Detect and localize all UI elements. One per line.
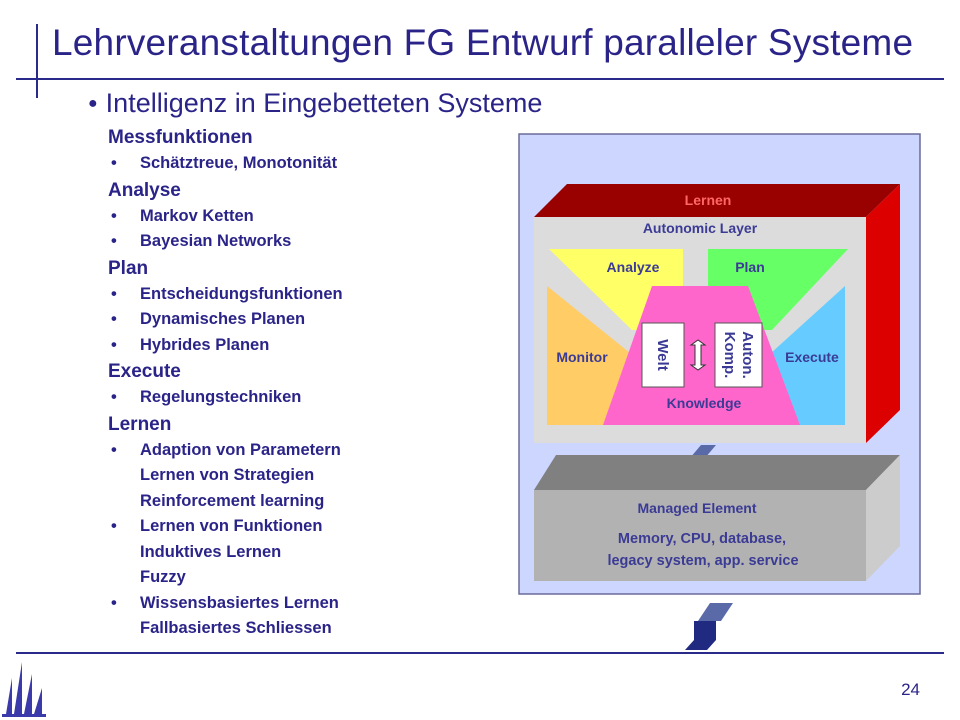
world-label: Welt [654,339,671,370]
outline-item-line: Adaption von Parametern [140,440,341,459]
university-logo-icon [2,662,46,717]
page-number: 24 [901,680,920,699]
managed-element-front [534,490,866,581]
outline-heading: Analyse [108,179,181,201]
outline-item: Bayesian Networks [108,229,498,255]
outline-item: Hybrides Planen [108,333,498,359]
plan-label: Plan [735,259,765,275]
monitor-block [547,286,630,425]
managed-element-line1: Memory, CPU, database, [618,531,786,547]
bidirectional-arrow-icon [689,339,707,371]
outline-list: Markov KettenBayesian Networks [108,204,498,255]
outline-item: Schätztreue, Monotonität [108,151,498,177]
external-arrow-icon [685,603,733,650]
outline-item-line: Reinforcement learning [140,491,325,510]
outline-item-line: Dynamisches Planen [140,310,306,328]
managed-element-top [534,455,900,490]
outline-item: Markov Ketten [108,204,498,230]
outline-heading: Execute [108,361,181,382]
outline-list: Regelungstechniken [108,385,498,411]
outline-item-line: Wissensbasiertes Lernen [140,593,339,612]
outline-list: EntscheidungsfunktionenDynamisches Plane… [108,282,498,359]
outline-item-line: Fuzzy [140,568,186,586]
learn-label: Lernen [685,192,732,208]
monitor-label: Monitor [556,349,608,365]
subtitle-text: Intelligenz in Eingebetteten Systeme [105,88,543,118]
analyze-label: Analyze [607,259,660,275]
page-title: Lehrveranstaltungen FG Entwurf parallele… [52,22,914,63]
bullet-dot-icon: ● [88,95,98,112]
outline-item: Entscheidungsfunktionen [108,282,498,308]
autonomic-component-label-2: Komp. [721,332,738,379]
outline-item-line: Lernen von Funktionen [140,517,323,535]
autonomic-layer-label: Autonomic Layer [643,220,758,236]
outline-heading: Plan [108,257,149,279]
outline-item-line: Markov Ketten [140,206,254,225]
autonomic-component-box [714,322,763,388]
outline-item-line: Schätztreue, Monotonität [140,154,338,172]
topic-outline: MessfunktionenSchätztreue, MonotonitätAn… [108,124,498,642]
outline-heading: Lernen [108,413,172,435]
managed-element-side [866,455,900,581]
outline-item-line: Fallbasiertes Schliessen [140,619,332,637]
world-box [641,322,685,388]
title-rule-horizontal [16,78,944,80]
autonomic-component-label-1: Auton. [739,331,756,378]
outline-list: Schätztreue, Monotonität [108,151,498,177]
outline-item-line: Regelungstechniken [140,388,302,406]
outline-item-line: Hybrides Planen [140,335,270,354]
outline-item-line: Bayesian Networks [140,232,292,250]
outline-heading: Messfunktionen [108,127,253,148]
outline-item-line: Induktives Lernen [140,542,282,561]
outline-item-line: Entscheidungsfunktionen [140,284,343,303]
learn-slab-side [866,184,900,443]
execute-block [771,286,845,425]
knowledge-label: Knowledge [667,395,742,411]
footer-rule [16,652,944,654]
title-rule-vertical [36,24,38,98]
outline-item: Dynamisches Planen [108,307,498,333]
execute-label: Execute [785,349,839,365]
outline-item: Regelungstechniken [108,385,498,411]
managed-element-title: Managed Element [637,500,756,516]
learn-slab-top [534,184,900,217]
managed-element-line2: legacy system, app. service [607,553,798,569]
section-subtitle: ● Intelligenz in Eingebetteten Systeme [88,88,542,119]
outline-item-line: Lernen von Strategien [140,466,315,484]
